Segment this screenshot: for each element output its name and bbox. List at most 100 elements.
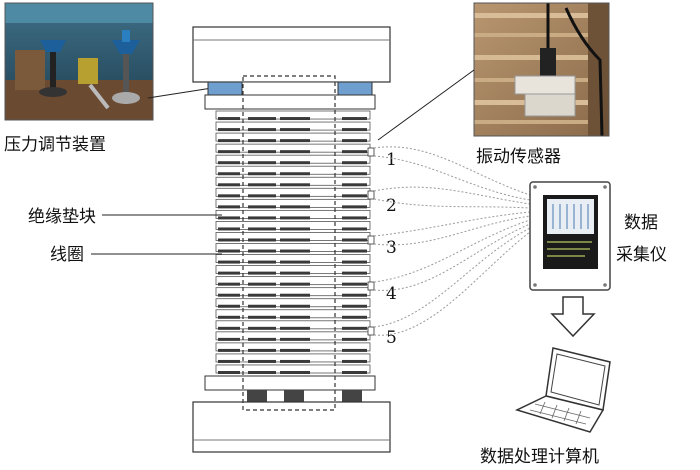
label-pressure-device: 压力调节装置: [4, 135, 106, 155]
insulation-spacer: [280, 271, 310, 275]
insulation-spacer: [248, 172, 276, 176]
insulation-spacer: [218, 117, 240, 121]
pressure-device-photo: [4, 2, 154, 121]
insulation-spacer: [248, 348, 276, 352]
insulation-spacer: [280, 359, 310, 363]
insulation-spacer: [280, 371, 310, 374]
insulation-spacer: [280, 326, 310, 330]
insulation-spacer: [218, 128, 240, 132]
insulation-spacer: [218, 337, 240, 341]
insulation-spacer: [342, 172, 367, 176]
coil-stack: [215, 110, 371, 374]
pressure-block-left: [207, 81, 243, 96]
insulation-spacer: [280, 172, 310, 176]
winding-assembly: [192, 26, 391, 453]
label-insulation-block: 绝缘垫块: [28, 207, 96, 227]
insulation-spacer: [248, 371, 276, 374]
insulation-spacer: [218, 348, 240, 352]
insulation-spacer: [280, 128, 310, 132]
insulation-spacer: [342, 326, 367, 330]
insulation-spacer: [280, 194, 310, 198]
insulation-spacer: [280, 260, 310, 264]
insulation-spacer: [218, 359, 240, 363]
leader-pressure-device: [147, 87, 213, 99]
insulation-spacer: [218, 172, 240, 176]
insulation-spacer: [342, 128, 367, 132]
down-arrow: [550, 296, 596, 338]
insulation-spacer: [248, 315, 276, 319]
insulation-spacer: [280, 161, 310, 165]
insulation-spacer: [280, 304, 310, 308]
sensor-number-2: 2: [386, 196, 397, 216]
insulation-spacer: [280, 205, 310, 209]
insulation-spacer: [342, 337, 367, 341]
insulation-spacer: [248, 326, 276, 330]
insulation-spacer: [280, 249, 310, 253]
insulation-spacer: [248, 282, 276, 286]
data-acquisition-device: [529, 181, 611, 291]
insulation-spacer: [248, 359, 276, 363]
sensor-number-5: 5: [386, 328, 397, 348]
insulation-spacer: [248, 337, 276, 341]
dashed-region: [242, 75, 336, 411]
insulation-spacer: [248, 183, 276, 187]
insulation-spacer: [342, 359, 367, 363]
insulation-spacer: [248, 238, 276, 242]
leader-vibration-sensor: [377, 69, 475, 141]
insulation-spacer: [280, 139, 310, 143]
insulation-spacer: [248, 139, 276, 143]
insulation-spacer: [218, 205, 240, 209]
insulation-spacer: [342, 117, 367, 121]
insulation-spacer: [280, 117, 310, 121]
insulation-spacer: [342, 282, 367, 286]
insulation-spacer: [218, 326, 240, 330]
insulation-spacer: [248, 117, 276, 121]
insulation-spacer: [218, 183, 240, 187]
insulation-spacer: [218, 139, 240, 143]
insulation-spacer: [280, 282, 310, 286]
insulation-spacer: [342, 304, 367, 308]
insulation-spacer: [218, 282, 240, 286]
insulation-spacer: [248, 260, 276, 264]
insulation-spacer: [218, 161, 240, 165]
insulation-spacer: [280, 227, 310, 231]
insulation-spacer: [280, 238, 310, 242]
insulation-spacer: [248, 304, 276, 308]
insulation-spacer: [280, 216, 310, 220]
insulation-spacer: [280, 293, 310, 297]
insulation-spacer: [342, 348, 367, 352]
insulation-spacer: [342, 371, 367, 374]
insulation-spacer: [218, 260, 240, 264]
insulation-spacer: [248, 227, 276, 231]
insulation-spacer: [342, 139, 367, 143]
insulation-spacer: [248, 205, 276, 209]
insulation-spacer: [342, 249, 367, 253]
insulation-spacer: [248, 150, 276, 154]
insulation-spacer: [218, 194, 240, 198]
insulation-spacer: [342, 227, 367, 231]
insulation-spacer: [280, 337, 310, 341]
sensor-number-3: 3: [386, 238, 397, 258]
insulation-spacer: [280, 315, 310, 319]
insulation-spacer: [248, 161, 276, 165]
insulation-spacer: [342, 150, 367, 154]
insulation-spacer: [248, 194, 276, 198]
label-coil: 线圈: [50, 245, 84, 265]
top-clamp-plate: [192, 26, 391, 83]
insulation-spacer: [280, 183, 310, 187]
sensor-mounts: [367, 147, 375, 336]
insulation-spacer: [218, 227, 240, 231]
insulation-spacer: [218, 293, 240, 297]
insulation-spacer: [218, 271, 240, 275]
insulation-spacer: [342, 271, 367, 275]
insulation-spacer: [218, 371, 240, 374]
insulation-spacer: [342, 238, 367, 242]
insulation-spacer: [342, 183, 367, 187]
label-computer: 数据处理计算机: [480, 447, 599, 467]
insulation-spacer: [248, 271, 276, 275]
sensor-number-1: 1: [386, 150, 397, 170]
insulation-spacer: [218, 150, 240, 154]
label-daq-line2: 采集仪: [616, 245, 667, 265]
